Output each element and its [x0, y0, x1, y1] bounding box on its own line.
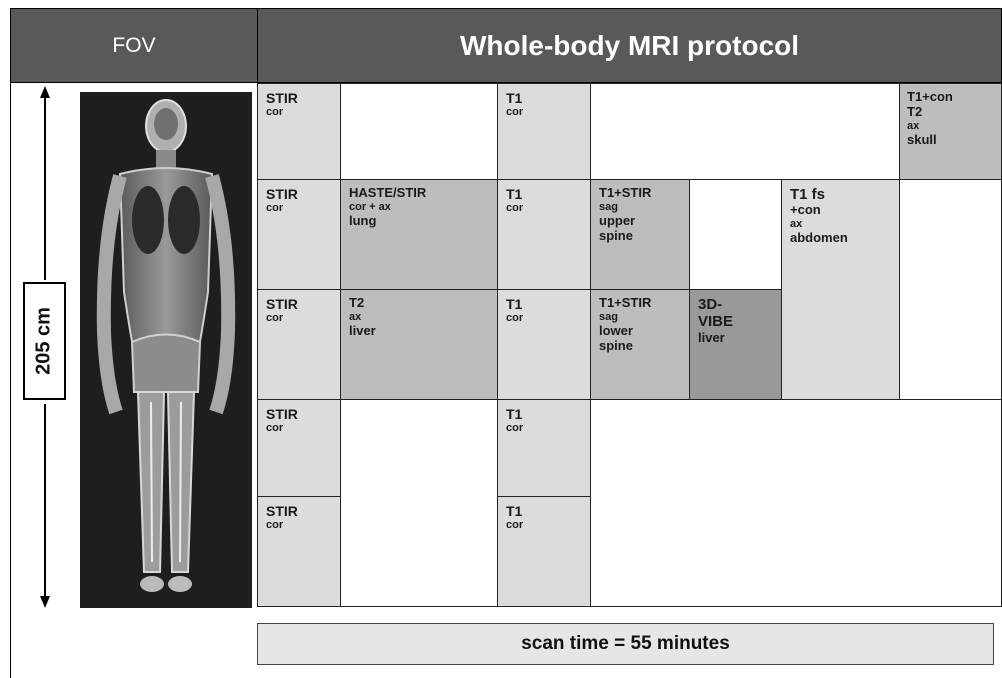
whole-body-mri-image	[80, 92, 252, 608]
cell-empty-right-col	[899, 179, 1002, 400]
scan-time-bar: scan time = 55 minutes	[257, 623, 994, 665]
scan-time-label: scan time = 55 minutes	[521, 633, 730, 655]
cell-empty-row4-col2	[340, 399, 498, 607]
cell-empty-bottom-right	[590, 399, 1002, 607]
length-label: 205 cm	[33, 307, 56, 375]
left-border	[10, 83, 11, 678]
cell-empty-row2-col5	[689, 179, 782, 290]
cell-empty-row1-right	[590, 83, 900, 180]
fov-label: FOV	[112, 34, 155, 58]
title-header: Whole-body MRI protocol	[257, 8, 1002, 83]
page-title: Whole-body MRI protocol	[460, 30, 799, 62]
fov-header: FOV	[10, 8, 258, 83]
cell-empty-row1-col2	[340, 83, 498, 180]
